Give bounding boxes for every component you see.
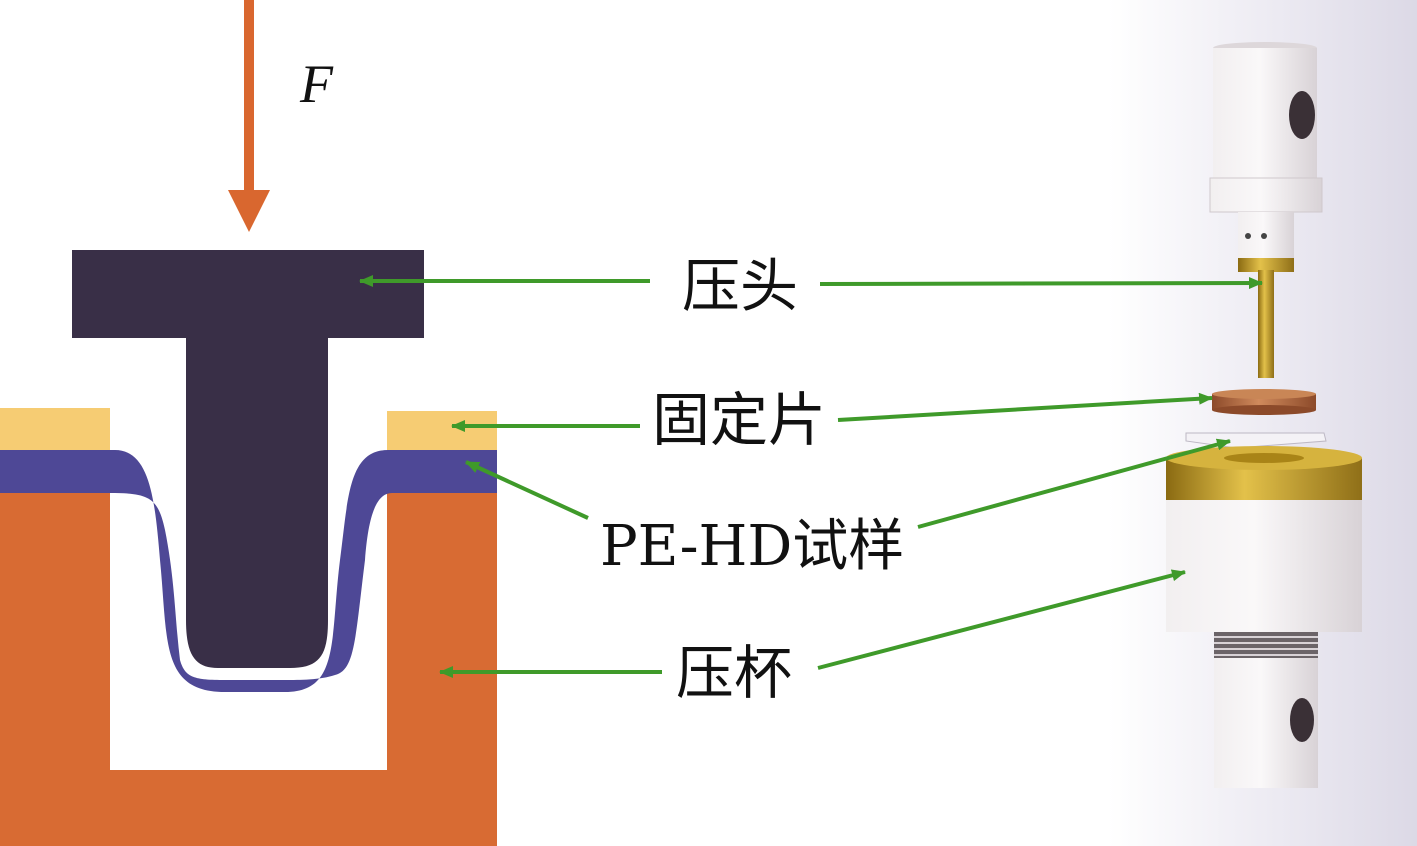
cup-stem — [1214, 658, 1318, 788]
cup-body-3d — [1166, 500, 1362, 632]
label-indenter: 压头 — [682, 252, 798, 320]
cup-thread — [1214, 632, 1318, 658]
arrow-specimen-right — [917, 438, 1231, 529]
arrow-cup-right — [817, 569, 1186, 670]
indenter-pin — [1258, 270, 1274, 378]
schematic-section: F — [0, 0, 497, 846]
force-label: F — [299, 54, 334, 114]
label-fixing-piece: 固定片 — [652, 386, 826, 454]
specimen-deformed — [0, 450, 497, 692]
cup-body — [0, 490, 497, 846]
cup-top-ring — [1166, 446, 1362, 502]
fixing-piece-3d — [1212, 389, 1316, 415]
model-section — [1108, 0, 1417, 846]
indenter-holder — [1209, 42, 1323, 272]
arrow-fixing-right — [837, 392, 1213, 422]
label-cup: 压杯 — [676, 639, 792, 707]
force-arrow — [228, 0, 270, 232]
indenter-body — [72, 250, 424, 668]
pointer-arrows — [359, 275, 1263, 678]
label-specimen: PE-HD试样 — [600, 514, 904, 579]
arrow-specimen-left — [465, 460, 589, 520]
fixing-piece-left — [0, 408, 110, 450]
arrow-indenter-right — [819, 277, 1263, 290]
fixing-piece-right — [387, 411, 497, 453]
